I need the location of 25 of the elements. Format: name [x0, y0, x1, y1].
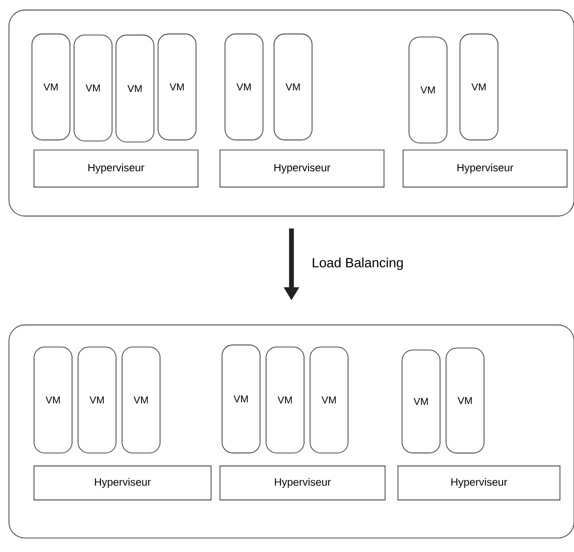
vm-box: VM — [34, 346, 72, 454]
vm-box: VM — [310, 346, 348, 454]
vm-box: VM — [32, 34, 70, 140]
vm-box: VM — [122, 346, 160, 454]
vm-box: VM — [460, 34, 498, 140]
hypervisor-box: Hyperviseur — [34, 466, 212, 500]
vm-box: VM — [408, 36, 448, 144]
container-box — [8, 10, 574, 216]
vm-box: VM — [74, 34, 112, 142]
vm-box: VM — [274, 34, 312, 140]
container-box — [8, 324, 574, 538]
hypervisor-box: Hyperviseur — [402, 150, 568, 188]
hypervisor-box: Hyperviseur — [398, 466, 560, 500]
vm-box: VM — [446, 348, 484, 454]
vm-box: VM — [224, 34, 264, 140]
vm-box: VM — [222, 344, 260, 454]
hypervisor-box: Hyperviseur — [220, 466, 386, 500]
vm-box: VM — [116, 34, 154, 142]
vm-box: VM — [402, 350, 440, 454]
hypervisor-box: Hyperviseur — [34, 150, 198, 188]
hypervisor-box: Hyperviseur — [220, 150, 384, 188]
vm-box: VM — [158, 34, 196, 140]
vm-box: VM — [78, 346, 116, 454]
edge-label: Load Balancing — [312, 258, 403, 270]
vm-box: VM — [266, 346, 304, 454]
